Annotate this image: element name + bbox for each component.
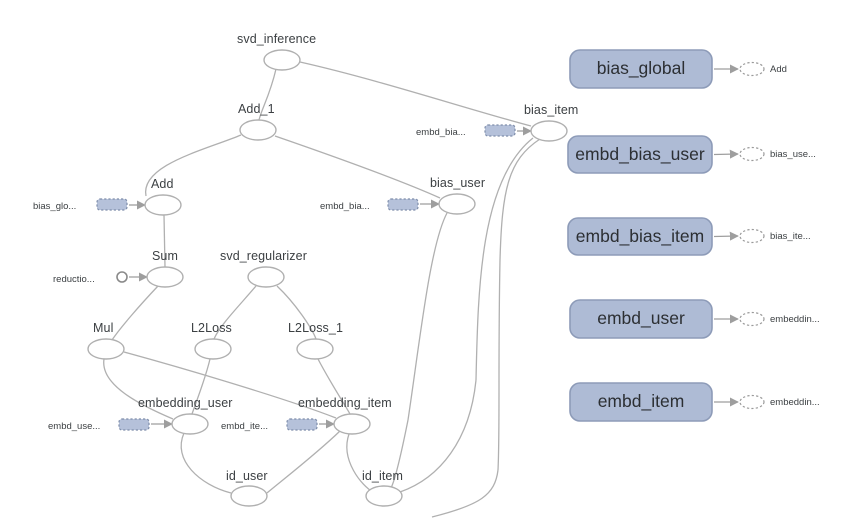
variable-out-label-embd_bias_item: bias_ite...: [770, 231, 811, 242]
edge-paths: [103, 61, 739, 518]
op-node-label-add_1: Add_1: [238, 102, 275, 116]
edge-mul-embedding_user: [103, 358, 174, 420]
edge-svd_regularizer-l2loss: [213, 285, 257, 340]
op-node-bias_item[interactable]: [530, 120, 568, 142]
variable-out-label-embd_bias_user: bias_use...: [770, 149, 816, 160]
edge-l2loss-embedding_user: [191, 358, 211, 415]
variable-label-embd_item: embd_item: [597, 391, 685, 411]
input-badge-embd_bias_user_in[interactable]: [387, 198, 419, 211]
input-label-embd_bias_item_in: embd_bia...: [416, 127, 466, 138]
input-badge-embd_item_in[interactable]: [286, 418, 318, 431]
const-label-reduction_indices: reductio...: [53, 274, 95, 285]
edge-bias_user-down2: [390, 419, 409, 489]
op-node-add[interactable]: [144, 194, 182, 216]
edge-add_1-bias_user: [274, 135, 441, 199]
input-label-bias_global_in: bias_glo...: [33, 201, 77, 212]
op-node-id_item[interactable]: [365, 485, 403, 507]
edge-embedding_user-id_user: [180, 432, 232, 494]
op-node-add_1[interactable]: [239, 119, 277, 141]
op-node-sum[interactable]: [146, 266, 184, 288]
input-badge-embd_bias_item_in[interactable]: [484, 124, 516, 137]
variable-label-embd_user: embd_user: [597, 308, 685, 328]
op-node-bias_user[interactable]: [438, 193, 476, 215]
op-node-svd_regularizer[interactable]: [247, 266, 285, 288]
edge-svd_regularizer-l2loss_1: [276, 285, 317, 340]
variable-out-ref-embd_bias_item[interactable]: [739, 228, 765, 244]
edge-mul-embedding_item: [123, 351, 337, 419]
edge-add-sum: [163, 214, 166, 268]
input-label-embd_bias_user_in: embd_bia...: [320, 201, 370, 212]
variable-node-embd_bias_item[interactable]: [567, 217, 713, 256]
variable-node-bias_global[interactable]: [569, 49, 713, 89]
input-badge-bias_global_in[interactable]: [96, 198, 128, 211]
op-node-label-sum: Sum: [152, 249, 179, 263]
op-node-label-svd_regularizer: svd_regularizer: [220, 249, 307, 263]
input-label-embd_user_in: embd_use...: [48, 421, 101, 432]
edge-svd_inference-bias_item: [299, 61, 532, 127]
op-node-l2loss[interactable]: [194, 338, 232, 360]
edge-right-rail-bias_item: [475, 137, 534, 381]
variable-out-label-embd_user: embeddin...: [770, 314, 820, 325]
variable-node-embd_item[interactable]: [569, 382, 713, 422]
const-node-reduction_indices[interactable]: [116, 271, 128, 283]
op-node-svd_inference[interactable]: [263, 49, 301, 71]
op-node-label-mul: Mul: [93, 321, 114, 335]
edge-embedding_item-id_item: [346, 433, 374, 493]
op-node-label-add: Add: [151, 177, 174, 191]
input-label-embd_item_in: embd_ite...: [221, 421, 268, 432]
edge-bias_item-down2: [497, 259, 501, 471]
op-node-label-svd_inference: svd_inference: [237, 32, 317, 46]
variable-out-ref-bias_global[interactable]: [739, 61, 765, 77]
op-node-l2loss_1[interactable]: [296, 338, 334, 360]
variable-label-bias_global: bias_global: [596, 58, 686, 78]
variable-out-label-bias_global: Add: [770, 64, 787, 75]
edge-sum-mul: [111, 285, 159, 341]
variable-label-embd_bias_item: embd_bias_item: [575, 225, 705, 246]
variable-out-arrow-embd_bias_user: [713, 149, 739, 159]
edge-id_item-right-rail: [399, 379, 477, 493]
op-node-label-embedding_user: embedding_user: [138, 396, 233, 410]
edge-bias_user-down: [407, 212, 448, 421]
op-node-label-id_user: id_user: [226, 469, 268, 483]
variable-node-embd_bias_user[interactable]: [567, 135, 713, 174]
edge-add_1-add: [145, 134, 242, 197]
variable-label-embd_bias_user: embd_bias_user: [575, 143, 705, 164]
variable-out-ref-embd_item[interactable]: [739, 394, 765, 410]
input-badge-embd_user_in[interactable]: [118, 418, 150, 431]
variable-node-embd_user[interactable]: [569, 299, 713, 339]
edge-bias_item-down3: [431, 469, 499, 518]
op-node-label-bias_item: bias_item: [524, 103, 579, 117]
edge-bias_item-down: [499, 138, 541, 261]
variable-out-ref-embd_bias_user[interactable]: [739, 146, 765, 162]
op-node-label-bias_user: bias_user: [430, 176, 486, 190]
op-node-label-l2loss_1: L2Loss_1: [288, 321, 344, 335]
edge-svd_inference-add_1: [258, 68, 277, 121]
op-node-embedding_user[interactable]: [171, 413, 209, 435]
op-node-embedding_item[interactable]: [333, 413, 371, 435]
variable-out-arrow-embd_bias_item: [713, 231, 739, 241]
op-node-label-id_item: id_item: [362, 469, 403, 483]
edge-l2loss_1-embedding_item: [317, 358, 351, 415]
op-node-id_user[interactable]: [230, 485, 268, 507]
variable-out-ref-embd_user[interactable]: [739, 311, 765, 327]
edge-embedding_item-id_user: [266, 430, 341, 494]
op-node-label-embedding_item: embedding_item: [298, 396, 392, 410]
op-node-label-l2loss: L2Loss: [191, 321, 232, 335]
node-shapes[interactable]: [87, 49, 765, 507]
op-node-mul[interactable]: [87, 338, 125, 360]
variable-out-label-embd_item: embeddin...: [770, 397, 820, 408]
